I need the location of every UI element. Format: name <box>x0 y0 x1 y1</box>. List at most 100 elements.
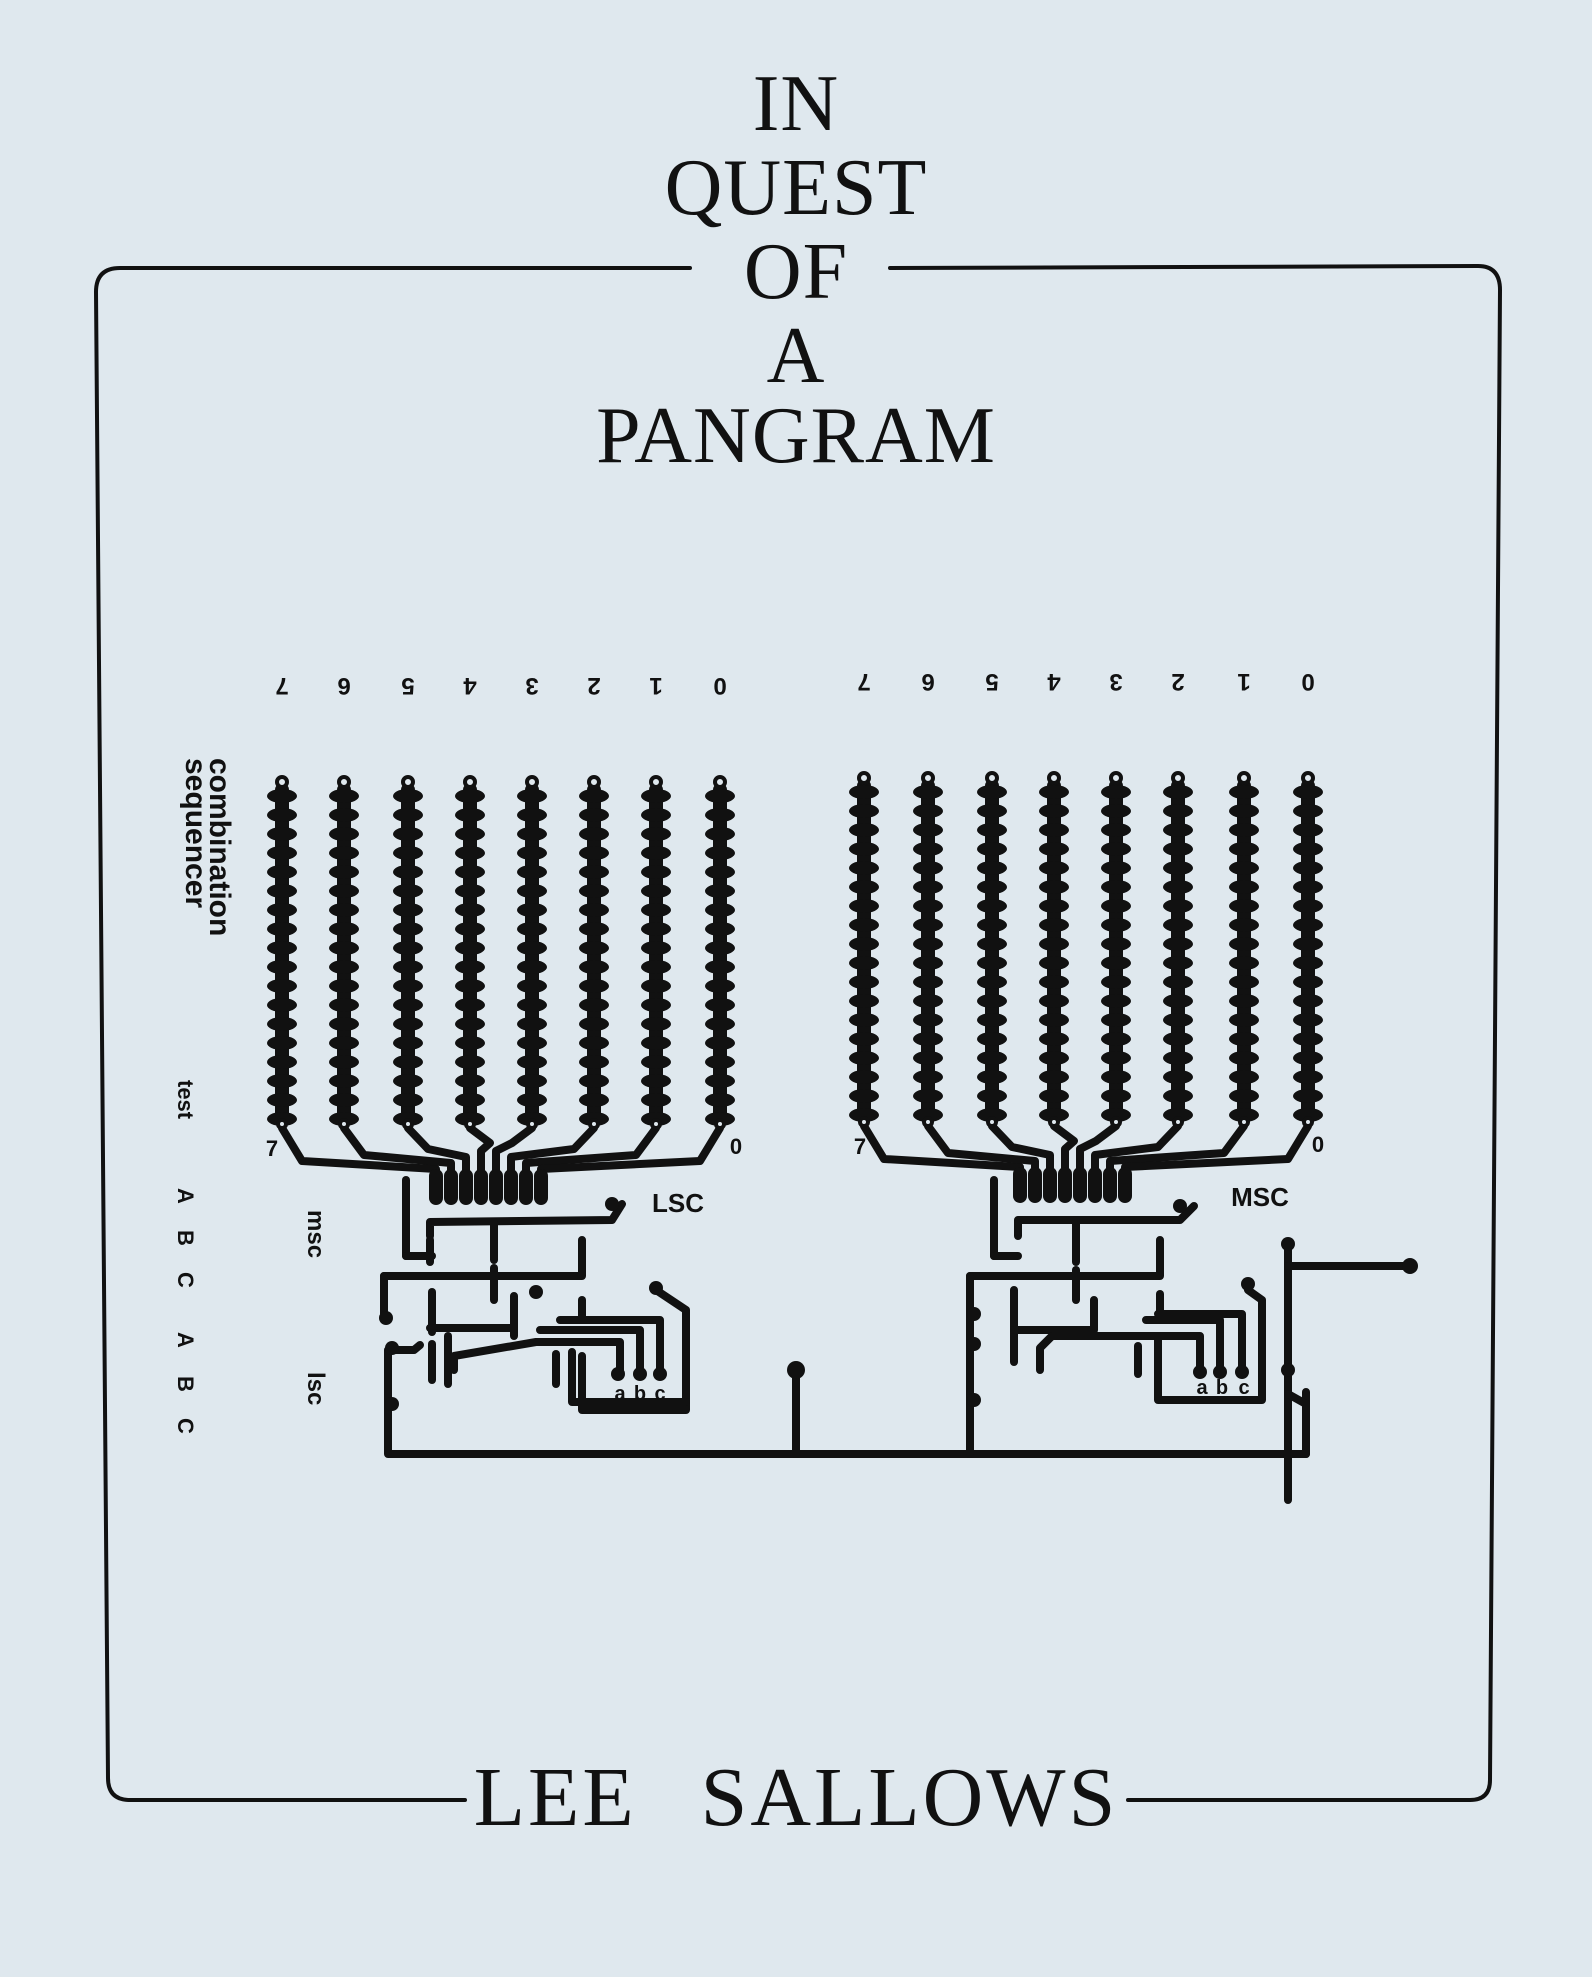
pad-label-msc: a <box>1196 1377 1208 1399</box>
lsc-col-pad <box>329 1017 359 1031</box>
msc-col-pad <box>1101 804 1131 818</box>
lsc-col-pad <box>329 903 359 917</box>
msc-col-pad <box>977 1032 1007 1046</box>
msc-col-pad <box>849 1108 879 1122</box>
msc-col-pad <box>1229 1032 1259 1046</box>
msc-col-pad <box>849 785 879 799</box>
msc-col-pad <box>1293 842 1323 856</box>
lsc-pad <box>633 1367 647 1381</box>
msc-col-pad <box>1229 918 1259 932</box>
msc-col-pad <box>1229 823 1259 837</box>
lsc-pad <box>611 1367 625 1381</box>
msc-col-pad <box>849 1089 879 1103</box>
lsc-col-pad <box>705 808 735 822</box>
msc-col-pad <box>1101 1108 1131 1122</box>
msc-pad <box>1241 1277 1255 1291</box>
lsc-pad <box>649 1281 663 1295</box>
msc-col-pad <box>977 1089 1007 1103</box>
msc-col-pad <box>913 994 943 1008</box>
cover-frame <box>93 263 1503 1802</box>
msc-col-pad <box>977 861 1007 875</box>
msc-col-pad <box>1163 975 1193 989</box>
lsc-track <box>388 1341 424 1354</box>
lsc-col-pad <box>455 960 485 974</box>
msc-track <box>1142 1316 1224 1376</box>
msc-col-pad <box>849 1013 879 1027</box>
pad-label-msc: b <box>1216 1377 1228 1399</box>
lsc-col-pad <box>455 998 485 1012</box>
msc-fan-track <box>1076 1122 1120 1184</box>
lsc-col-pad <box>455 865 485 879</box>
lsc-col-pad <box>329 1055 359 1069</box>
msc-col-pad <box>1039 1089 1069 1103</box>
msc-col-pad <box>977 937 1007 951</box>
title-line: PANGRAM <box>596 392 996 480</box>
lsc-col-pad <box>393 846 423 860</box>
msc-col-pad <box>1293 785 1323 799</box>
msc-col-pad <box>977 975 1007 989</box>
lsc-fan-track <box>492 1124 536 1186</box>
msc-col-pad <box>1163 994 1193 1008</box>
msc-col-pad <box>1163 1013 1193 1027</box>
msc-col-end-hole <box>1109 771 1123 785</box>
msc-col-pad <box>913 785 943 799</box>
lsc-track <box>426 1200 626 1240</box>
msc-col-pad <box>1101 842 1131 856</box>
lsc-col-pad <box>455 1055 485 1069</box>
lsc-pad <box>529 1285 543 1299</box>
lsc-col-pad <box>517 960 547 974</box>
msc-col-pad <box>977 880 1007 894</box>
lsc-col-end-hole <box>650 1118 662 1130</box>
lsc-col-pad <box>517 846 547 860</box>
lsc-col-pad <box>455 884 485 898</box>
msc-col-pad <box>1229 1089 1259 1103</box>
lsc-track <box>556 1316 664 1378</box>
msc-col-pad <box>1101 1013 1131 1027</box>
lsc-col-pad <box>641 998 671 1012</box>
column-digit: 2 <box>1171 668 1184 695</box>
msc-track <box>1154 1310 1246 1376</box>
lsc-col-pad <box>517 998 547 1012</box>
msc-col-pad <box>913 1089 943 1103</box>
msc-col-pad <box>1163 804 1193 818</box>
msc-col-pad <box>1293 1089 1323 1103</box>
lsc-col-pad <box>455 979 485 993</box>
msc-col-pad <box>1163 785 1193 799</box>
msc-col-pad <box>913 842 943 856</box>
test-letter: C <box>173 1418 198 1434</box>
msc-col-pad <box>1039 785 1069 799</box>
lsc-col-pad <box>579 998 609 1012</box>
msc-col-pad <box>913 1070 943 1084</box>
column-digit: 4 <box>1047 668 1061 695</box>
msc-col-pad <box>1163 1051 1193 1065</box>
msc-col-pad <box>913 975 943 989</box>
msc-track <box>1014 1202 1198 1240</box>
msc-col-pad <box>913 861 943 875</box>
lsc-col-pad <box>579 1036 609 1050</box>
lsc-col-pad <box>579 960 609 974</box>
lsc-col-pad <box>329 1074 359 1088</box>
lsc-col-end-hole <box>338 1118 350 1130</box>
msc-col-pad <box>1163 880 1193 894</box>
column-digit: 1 <box>1237 668 1250 695</box>
lsc-row-label: lsc <box>302 1372 329 1405</box>
msc-col-pad <box>1101 1051 1131 1065</box>
msc-col-pad <box>913 880 943 894</box>
lsc-col-pad <box>517 884 547 898</box>
msc-col-pad <box>1229 1070 1259 1084</box>
msc-col-pad <box>1293 956 1323 970</box>
lsc-col-pad <box>641 1036 671 1050</box>
msc-col-pad <box>913 1051 943 1065</box>
lsc-col-pad <box>517 789 547 803</box>
msc-col-end-hole <box>986 1116 998 1128</box>
column-digit: 3 <box>525 672 538 699</box>
msc-col-pad <box>1293 1108 1323 1122</box>
msc-pad <box>967 1393 981 1407</box>
msc-pad <box>1173 1199 1187 1213</box>
msc-col-pad <box>913 823 943 837</box>
msc-col-pad <box>1101 823 1131 837</box>
msc-pad <box>1235 1365 1249 1379</box>
lsc-track <box>536 1326 644 1378</box>
column-digit: 5 <box>985 668 998 695</box>
